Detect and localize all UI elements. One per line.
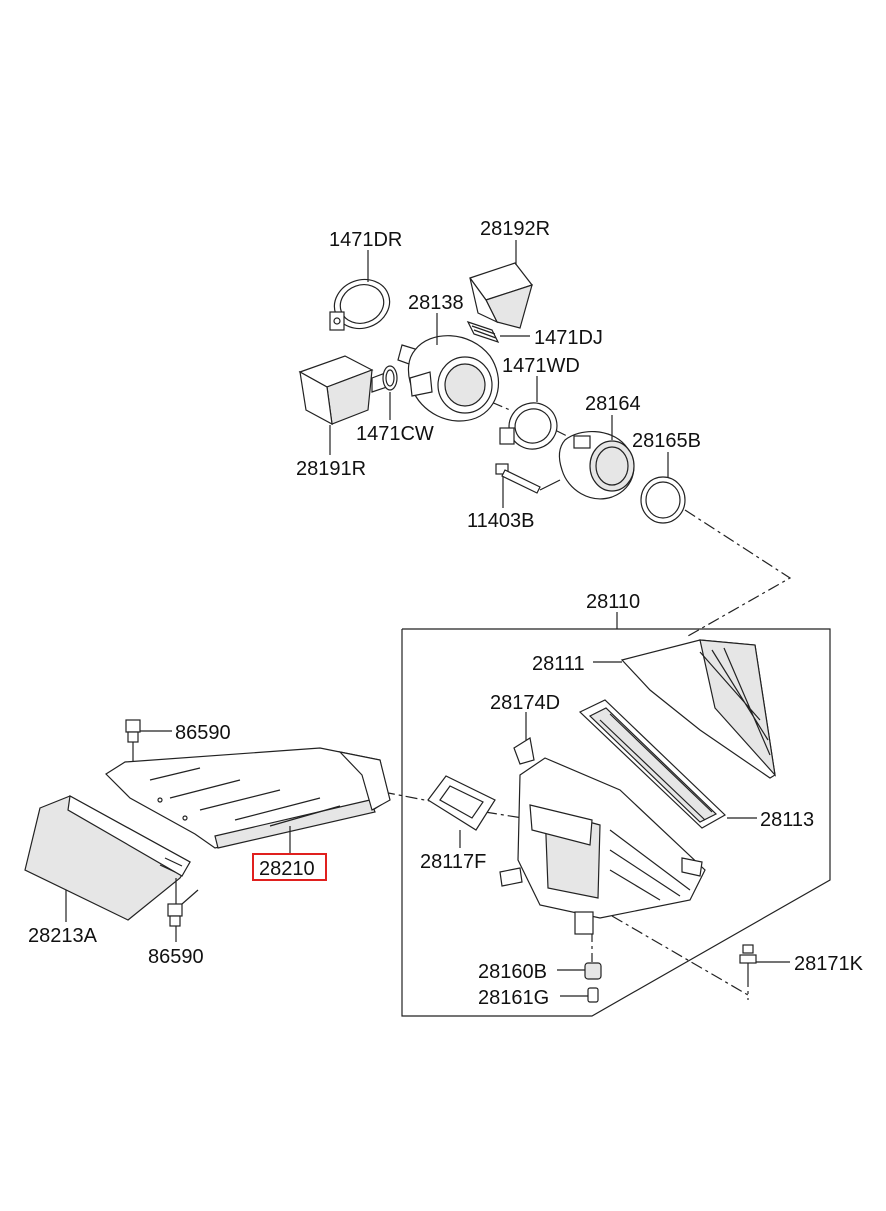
highlight-box-28210 (252, 853, 327, 881)
bolt-28171K (739, 944, 757, 975)
resonator-box-28192R (469, 262, 533, 329)
air-cleaner-cover-28111 (620, 639, 776, 779)
resonator-28191R (298, 355, 391, 426)
label-1471WD[interactable]: 1471WD (502, 355, 580, 377)
label-28213A[interactable]: 28213A (28, 925, 98, 947)
clip-1471DJ (466, 320, 500, 344)
hose-clamp-1471WD (499, 402, 558, 450)
label-28191R[interactable]: 28191R (296, 458, 366, 480)
o-ring-28165B (640, 476, 686, 524)
air-filter-28113 (578, 699, 726, 829)
clamp-1471CW (382, 365, 398, 391)
label-1471DJ[interactable]: 1471DJ (534, 327, 603, 349)
label-28117F[interactable]: 28117F (420, 851, 486, 873)
dash-gasket-to-body (484, 811, 536, 821)
label-28165B[interactable]: 28165B (632, 430, 701, 452)
assembly-frame (401, 628, 831, 1017)
intake-hose-28138 (397, 335, 500, 422)
gasket-28117F (427, 775, 496, 831)
bolt-to-sensor-line (539, 479, 561, 491)
bolt-11403B (495, 463, 541, 494)
intake-duct-28210 (105, 747, 391, 849)
dash-28165B-to-cover (684, 509, 792, 637)
clip-28174D (513, 737, 535, 765)
label-86590-top[interactable]: 86590 (175, 722, 231, 744)
label-28138[interactable]: 28138 (408, 292, 464, 314)
label-86590-bottom[interactable]: 86590 (148, 946, 204, 968)
dash-body-to-bolt (611, 915, 749, 996)
duct-cover-28213A (24, 795, 191, 921)
label-1471CW[interactable]: 1471CW (356, 423, 434, 445)
dash-duct-to-gasket (382, 791, 436, 803)
label-28171K[interactable]: 28171K (794, 953, 864, 975)
clip-86590-top (125, 719, 141, 743)
bushing-28161G (587, 987, 599, 1003)
label-28174D[interactable]: 28174D (490, 692, 560, 714)
label-28111[interactable]: 28111 (532, 653, 585, 675)
label-1471DR[interactable]: 1471DR (329, 229, 402, 251)
air-flow-sensor-28164 (558, 430, 635, 500)
label-28113[interactable]: 28113 (760, 809, 814, 831)
label-11403B[interactable]: 11403B (467, 510, 534, 532)
hose-clamp-1471DR (329, 278, 391, 331)
air-cleaner-body (499, 757, 706, 935)
label-28161G[interactable]: 28161G (478, 987, 549, 1009)
mount-28160B (584, 962, 602, 980)
label-28164[interactable]: 28164 (585, 393, 641, 415)
clip-86590-bottom (167, 878, 199, 927)
label-28192R[interactable]: 28192R (480, 218, 550, 240)
label-28210[interactable]: 28210 (259, 858, 315, 880)
label-28160B[interactable]: 28160B (478, 961, 547, 983)
label-28110[interactable]: 28110 (586, 591, 640, 613)
